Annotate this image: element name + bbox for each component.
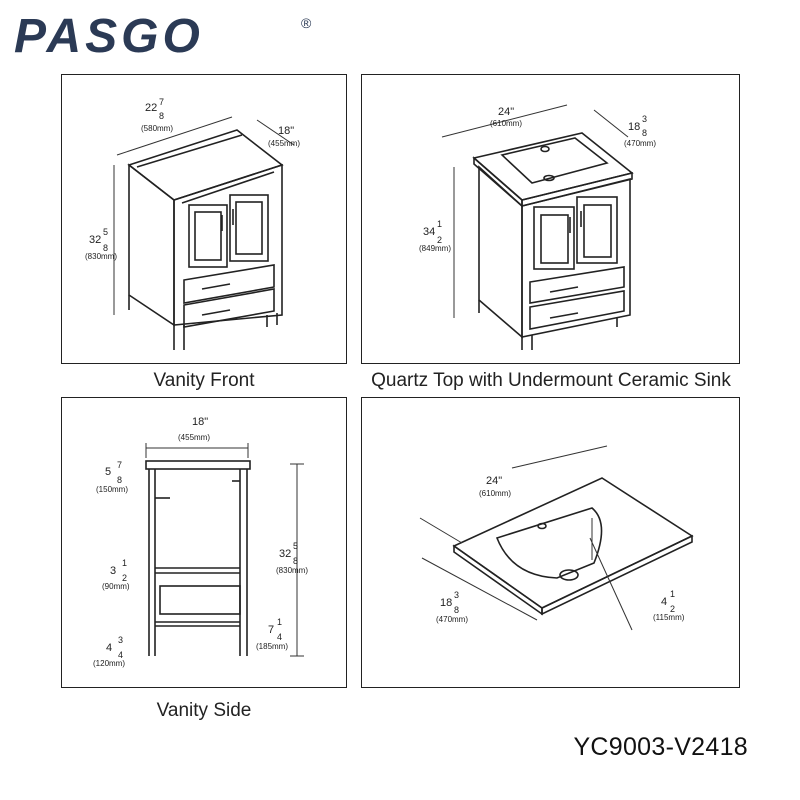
registered-mark: ® [301,15,312,31]
front-height-num: 5 [103,227,108,237]
top-width-mm: (610mm) [490,119,522,128]
side-depth-mm: (455mm) [178,433,210,442]
front-depth-whole: 18" [278,125,294,137]
front-height-den: 8 [103,243,108,253]
sink-bowl-den: 2 [670,604,675,614]
sink-width-whole: 24" [486,475,502,487]
top-depth-num: 3 [642,114,647,124]
quartz-top-drawing: 24" (610mm) 18 3 8 (470mm) 34 1 2 (849mm… [419,104,656,350]
panel-vanity-front: 22 7 8 (580mm) 18" (455mm) 32 5 8 (830mm… [61,74,347,364]
front-width-num: 7 [159,97,164,107]
top-height-mm: (849mm) [419,244,451,253]
side-d1-mm: (150mm) [96,485,128,494]
front-width-den: 8 [159,111,164,121]
side-d4-mm: (830mm) [276,566,308,575]
sink-bowl-whole: 4 [661,596,667,608]
sink-depth-num: 3 [454,590,459,600]
side-d2-mm: (90mm) [102,582,130,591]
front-width-mm: (580mm) [141,124,173,133]
side-d3-whole: 4 [106,642,112,654]
side-d5-den: 4 [277,632,282,642]
model-number: YC9003-V2418 [573,733,748,761]
top-height-den: 2 [437,235,442,245]
front-height-mm: (830mm) [85,252,117,261]
side-d3-mm: (120mm) [93,659,125,668]
top-depth-mm: (470mm) [624,139,656,148]
side-d2-den: 2 [122,573,127,583]
cabinet-side-face [128,163,175,327]
front-depth-mm: (455mm) [268,139,300,148]
panel-quartz-top: 24" (610mm) 18 3 8 (470mm) 34 1 2 (849mm… [361,74,740,364]
panel-sink-top: 24" (610mm) 18 3 8 (470mm) 4 1 2 (115mm) [361,397,740,688]
side-d1-whole: 5 [105,466,111,478]
sink-bowl-mm: (115mm) [653,613,685,622]
side-d4-num: 5 [293,541,298,551]
pasgo-logo: PASGO ® [14,10,312,60]
sink-bowl-num: 1 [670,589,675,599]
sink-depth-mm: (470mm) [436,615,468,624]
sink-top-drawing: 24" (610mm) 18 3 8 (470mm) 4 1 2 (115mm) [419,445,694,631]
front-width-whole: 22 [145,102,157,114]
side-d4-den: 8 [293,556,298,566]
top-width-whole: 24" [498,106,514,118]
side-d3-den: 4 [118,650,123,660]
side-d2-num: 1 [122,558,127,568]
sink-width-mm: (610mm) [479,489,511,498]
side-d4-whole: 32 [279,548,291,560]
vanity-side-drawing: 18" (455mm) 5 7 8 (150mm) 3 1 2 (90mm) 4… [93,416,308,668]
front-height-whole: 32 [89,234,101,246]
side-d5-mm: (185mm) [256,642,288,651]
side-d5-whole: 7 [268,624,274,636]
top-depth-den: 8 [642,128,647,138]
caption-quartz-top: Quartz Top with Undermount Ceramic Sink [371,370,731,391]
top-height-num: 1 [437,219,442,229]
caption-vanity-front: Vanity Front [153,370,255,391]
top-height-whole: 34 [423,226,435,238]
panel-vanity-side: 18" (455mm) 5 7 8 (150mm) 3 1 2 (90mm) 4… [61,397,347,688]
logo-text: PASGO [14,10,204,60]
side-d5-num: 1 [277,617,282,627]
sink-depth-den: 8 [454,605,459,615]
side-depth-whole: 18" [192,416,208,428]
top-depth-whole: 18 [628,121,640,133]
vanity-front-drawing: 22 7 8 (580mm) 18" (455mm) 32 5 8 (830mm… [85,97,300,350]
caption-vanity-side: Vanity Side [156,700,252,721]
side-d3-num: 3 [118,635,123,645]
side-d1-den: 8 [117,475,122,485]
sink-depth-whole: 18 [440,597,452,609]
side-d1-num: 7 [117,460,122,470]
side-d2-whole: 3 [110,565,116,577]
